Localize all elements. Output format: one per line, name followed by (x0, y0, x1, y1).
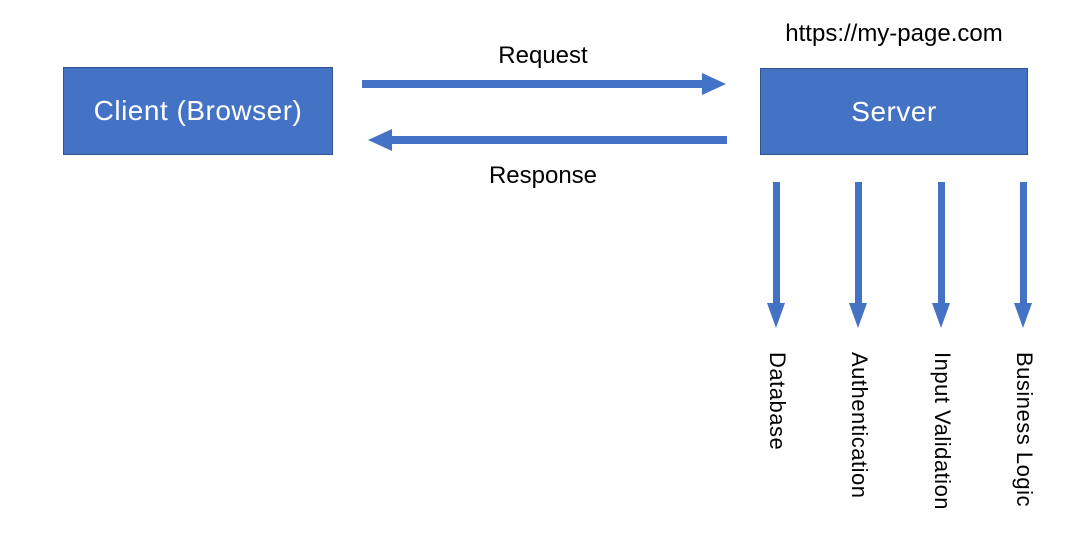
server-box-label: Server (851, 95, 937, 127)
function-label-authentication: Authentication (847, 352, 872, 499)
function-label-database: Database (765, 352, 790, 451)
database-arrow-head-icon (767, 303, 785, 328)
database-arrow-shaft (773, 182, 780, 303)
request-label: Request (498, 42, 588, 69)
request-arrow-shaft (362, 80, 702, 88)
input-validation-arrow-shaft (938, 182, 945, 303)
authentication-arrow-shaft (855, 182, 862, 303)
response-label: Response (488, 162, 598, 189)
input-validation-arrow-head-icon (932, 303, 950, 328)
response-arrow-shaft (392, 136, 727, 144)
authentication-arrow-head-icon (849, 303, 867, 328)
client-box: Client (Browser) (63, 67, 333, 155)
function-label-business-logic: Business Logic (1012, 352, 1037, 507)
response-arrow-head-icon (368, 129, 392, 151)
business-logic-arrow-head-icon (1014, 303, 1032, 328)
function-label-input-validation: Input Validation (930, 352, 955, 511)
request-arrow-head-icon (702, 73, 726, 95)
server-box: Server (760, 68, 1028, 155)
server-url-label: https://my-page.com (785, 20, 1003, 47)
business-logic-arrow-shaft (1020, 182, 1027, 303)
client-box-label: Client (Browser) (93, 95, 303, 126)
